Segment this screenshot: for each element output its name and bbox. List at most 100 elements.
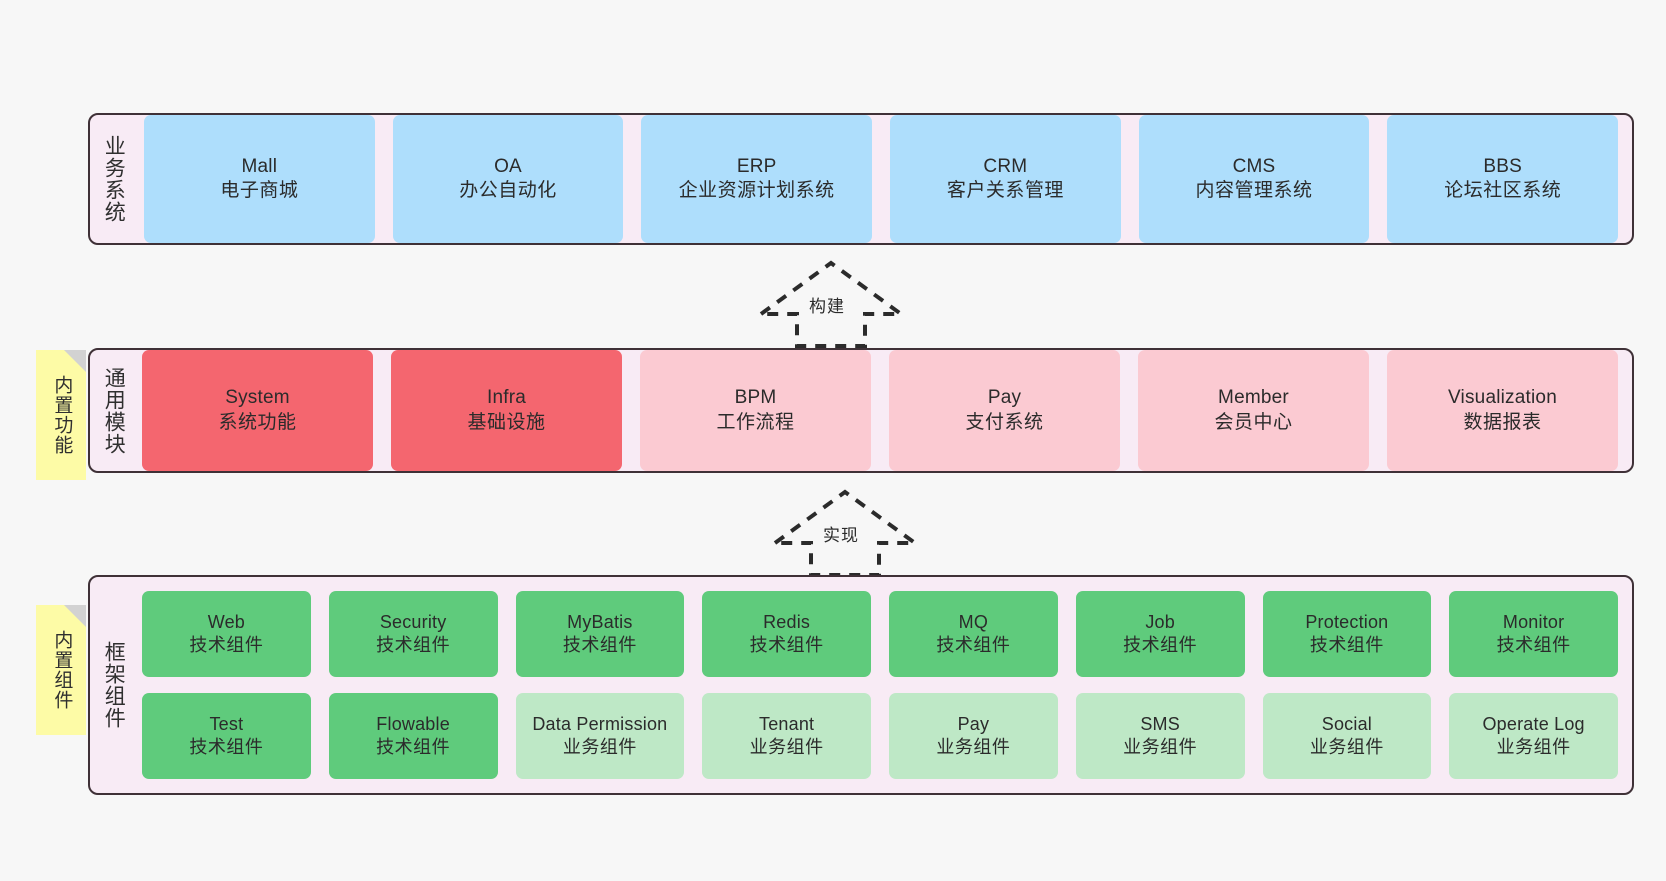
cell-erp-name: ERP — [736, 155, 777, 177]
cell-erp[interactable]: ERP 企业资源计划系统 — [641, 115, 873, 243]
layer-framework-components: 框架组件 Web 技术组件 Security 技术组件 MyBatis 技术组件… — [88, 575, 1634, 795]
cell-sms-desc: 业务组件 — [1123, 737, 1198, 757]
cell-operate-log-name: Operate Log — [1482, 714, 1585, 735]
cell-monitor[interactable]: Monitor 技术组件 — [1449, 591, 1618, 677]
cell-pay-module[interactable]: Pay 支付系统 — [889, 350, 1120, 471]
cell-web-name: Web — [207, 612, 246, 633]
cell-infra-name: Infra — [486, 387, 527, 409]
arrow-implement-shape — [768, 489, 922, 577]
cell-bpm-desc: 工作流程 — [716, 411, 795, 433]
cell-mybatis-desc: 技术组件 — [562, 635, 637, 655]
layer-framework-row-business: Test 技术组件 Flowable 技术组件 Data Permission … — [142, 693, 1618, 779]
layer-business-row: Mall 电子商城 OA 办公自动化 ERP 企业资源计划系统 CRM 客户关系… — [144, 115, 1619, 243]
cell-pay-component-desc: 业务组件 — [936, 737, 1011, 757]
note-builtin-component-label: 内置组件 — [51, 630, 73, 710]
cell-social-name: Social — [1321, 714, 1372, 735]
cell-mall[interactable]: Mall 电子商城 — [144, 115, 375, 243]
cell-protection-desc: 技术组件 — [1309, 635, 1384, 655]
cell-redis-desc: 技术组件 — [749, 635, 824, 655]
cell-monitor-name: Monitor — [1502, 612, 1565, 633]
cell-redis-name: Redis — [763, 612, 811, 633]
cell-sms[interactable]: SMS 业务组件 — [1075, 693, 1245, 779]
cell-pay-component-name: Pay — [957, 714, 990, 735]
note-builtin-component: 内置组件 — [36, 605, 86, 735]
cell-pay-component[interactable]: Pay 业务组件 — [889, 693, 1058, 779]
cell-security[interactable]: Security 技术组件 — [328, 591, 498, 677]
cell-oa-name: OA — [494, 155, 522, 177]
cell-system[interactable]: System 系统功能 — [142, 350, 373, 471]
layer-common-modules: 通用模块 System 系统功能 Infra 基础设施 BPM 工作流程 Pay… — [88, 348, 1634, 473]
cell-monitor-desc: 技术组件 — [1496, 635, 1571, 655]
cell-tenant-desc: 业务组件 — [749, 737, 824, 757]
arrow-build-shape — [754, 260, 908, 348]
cell-data-permission[interactable]: Data Permission 业务组件 — [515, 693, 685, 779]
cell-pay-module-desc: 支付系统 — [965, 411, 1044, 433]
cell-visualization[interactable]: Visualization 数据报表 — [1387, 350, 1618, 471]
layer-title-common: 通用模块 — [102, 366, 126, 455]
cell-visualization-name: Visualization — [1448, 387, 1557, 409]
layer-title-framework: 框架组件 — [102, 641, 126, 729]
cell-crm-desc: 客户关系管理 — [946, 180, 1064, 201]
cell-tenant[interactable]: Tenant 业务组件 — [702, 693, 871, 779]
layer-framework-row-tech: Web 技术组件 Security 技术组件 MyBatis 技术组件 Redi… — [142, 591, 1618, 677]
cell-test-desc: 技术组件 — [189, 737, 264, 757]
arrow-build: 构建 — [754, 258, 908, 350]
cell-job-desc: 技术组件 — [1123, 635, 1198, 655]
cell-operate-log-desc: 业务组件 — [1496, 737, 1571, 757]
cell-web[interactable]: Web 技术组件 — [142, 591, 311, 677]
cell-bpm[interactable]: BPM 工作流程 — [640, 350, 871, 471]
cell-bpm-name: BPM — [734, 387, 777, 409]
cell-oa-desc: 办公自动化 — [459, 180, 557, 201]
layer-business-systems: 业务系统 Mall 电子商城 OA 办公自动化 ERP 企业资源计划系统 CRM… — [88, 113, 1634, 245]
cell-web-desc: 技术组件 — [189, 635, 264, 655]
cell-cms-desc: 内容管理系统 — [1195, 180, 1313, 201]
cell-mall-name: Mall — [241, 155, 278, 177]
layer-common-row: System 系统功能 Infra 基础设施 BPM 工作流程 Pay 支付系统… — [142, 350, 1618, 471]
cell-infra-desc: 基础设施 — [467, 411, 546, 433]
cell-member-desc: 会员中心 — [1214, 411, 1293, 433]
cell-redis[interactable]: Redis 技术组件 — [702, 591, 871, 677]
cell-crm-name: CRM — [983, 155, 1028, 177]
cell-flowable[interactable]: Flowable 技术组件 — [328, 693, 498, 779]
cell-visualization-desc: 数据报表 — [1463, 411, 1542, 433]
note-fold-icon — [64, 350, 86, 372]
cell-cms[interactable]: CMS 内容管理系统 — [1138, 115, 1370, 243]
cell-member[interactable]: Member 会员中心 — [1138, 350, 1369, 471]
cell-infra[interactable]: Infra 基础设施 — [391, 350, 622, 471]
cell-operate-log[interactable]: Operate Log 业务组件 — [1449, 693, 1618, 779]
cell-test[interactable]: Test 技术组件 — [142, 693, 311, 779]
cell-system-desc: 系统功能 — [218, 411, 297, 433]
arrow-implement-label: 实现 — [823, 526, 859, 545]
cell-social-desc: 业务组件 — [1309, 737, 1384, 757]
cell-data-permission-name: Data Permission — [532, 714, 668, 735]
arrow-build-label: 构建 — [809, 297, 845, 316]
cell-protection[interactable]: Protection 技术组件 — [1262, 591, 1432, 677]
cell-mq[interactable]: MQ 技术组件 — [889, 591, 1058, 677]
cell-pay-module-name: Pay — [987, 387, 1022, 409]
cell-mybatis-name: MyBatis — [567, 612, 633, 633]
note-builtin-function: 内置功能 — [36, 350, 86, 480]
cell-social[interactable]: Social 业务组件 — [1262, 693, 1432, 779]
cell-bbs-name: BBS — [1483, 155, 1522, 177]
arrow-implement: 实现 — [768, 487, 922, 579]
cell-member-name: Member — [1218, 387, 1289, 409]
note-fold-icon — [64, 605, 86, 627]
cell-job[interactable]: Job 技术组件 — [1075, 591, 1245, 677]
cell-flowable-desc: 技术组件 — [376, 737, 451, 757]
cell-security-name: Security — [379, 612, 447, 633]
cell-data-permission-desc: 业务组件 — [562, 737, 637, 757]
cell-mybatis[interactable]: MyBatis 技术组件 — [515, 591, 685, 677]
cell-bbs[interactable]: BBS 论坛社区系统 — [1387, 115, 1619, 243]
cell-mq-desc: 技术组件 — [936, 635, 1011, 655]
cell-mall-desc: 电子商城 — [220, 180, 299, 201]
layer-common-cells: System 系统功能 Infra 基础设施 BPM 工作流程 Pay 支付系统… — [136, 350, 1632, 471]
layer-business-cells: Mall 电子商城 OA 办公自动化 ERP 企业资源计划系统 CRM 客户关系… — [136, 115, 1632, 243]
cell-oa[interactable]: OA 办公自动化 — [392, 115, 624, 243]
cell-crm[interactable]: CRM 客户关系管理 — [890, 115, 1121, 243]
cell-mq-name: MQ — [958, 612, 989, 633]
layer-framework-cells: Web 技术组件 Security 技术组件 MyBatis 技术组件 Redi… — [136, 577, 1632, 793]
cell-erp-desc: 企业资源计划系统 — [678, 180, 835, 201]
cell-job-name: Job — [1145, 612, 1175, 633]
cell-tenant-name: Tenant — [759, 714, 815, 735]
cell-protection-name: Protection — [1305, 612, 1389, 633]
